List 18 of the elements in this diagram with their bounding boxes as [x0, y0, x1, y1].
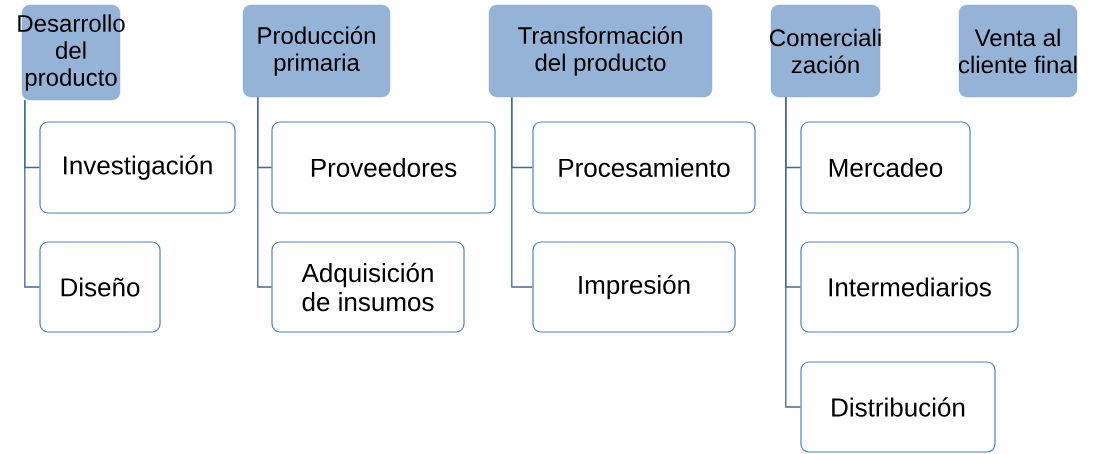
process-box: Proveedores: [271, 121, 496, 214]
process-box: Impresión: [532, 241, 736, 333]
process-box: Distribución: [800, 361, 996, 453]
header-box: Venta al cliente final: [958, 4, 1078, 98]
header-box: Comerciali zación: [770, 4, 881, 98]
process-box: Intermediarios: [800, 241, 1019, 333]
process-box: Adquisición de insumos: [271, 241, 465, 333]
process-box: Mercadeo: [800, 121, 971, 214]
connector-line: [785, 96, 802, 408]
header-box: Producción primaria: [242, 4, 391, 98]
connector-line: [24, 99, 41, 288]
process-box: Diseño: [39, 241, 161, 333]
header-box: Desarrollo del producto: [18, 4, 125, 101]
process-box: Procesamiento: [532, 121, 756, 214]
connector-line: [511, 96, 534, 288]
connector-line: [257, 96, 273, 288]
header-box: Transformación del producto: [488, 4, 713, 98]
process-box: Investigación: [39, 121, 236, 214]
